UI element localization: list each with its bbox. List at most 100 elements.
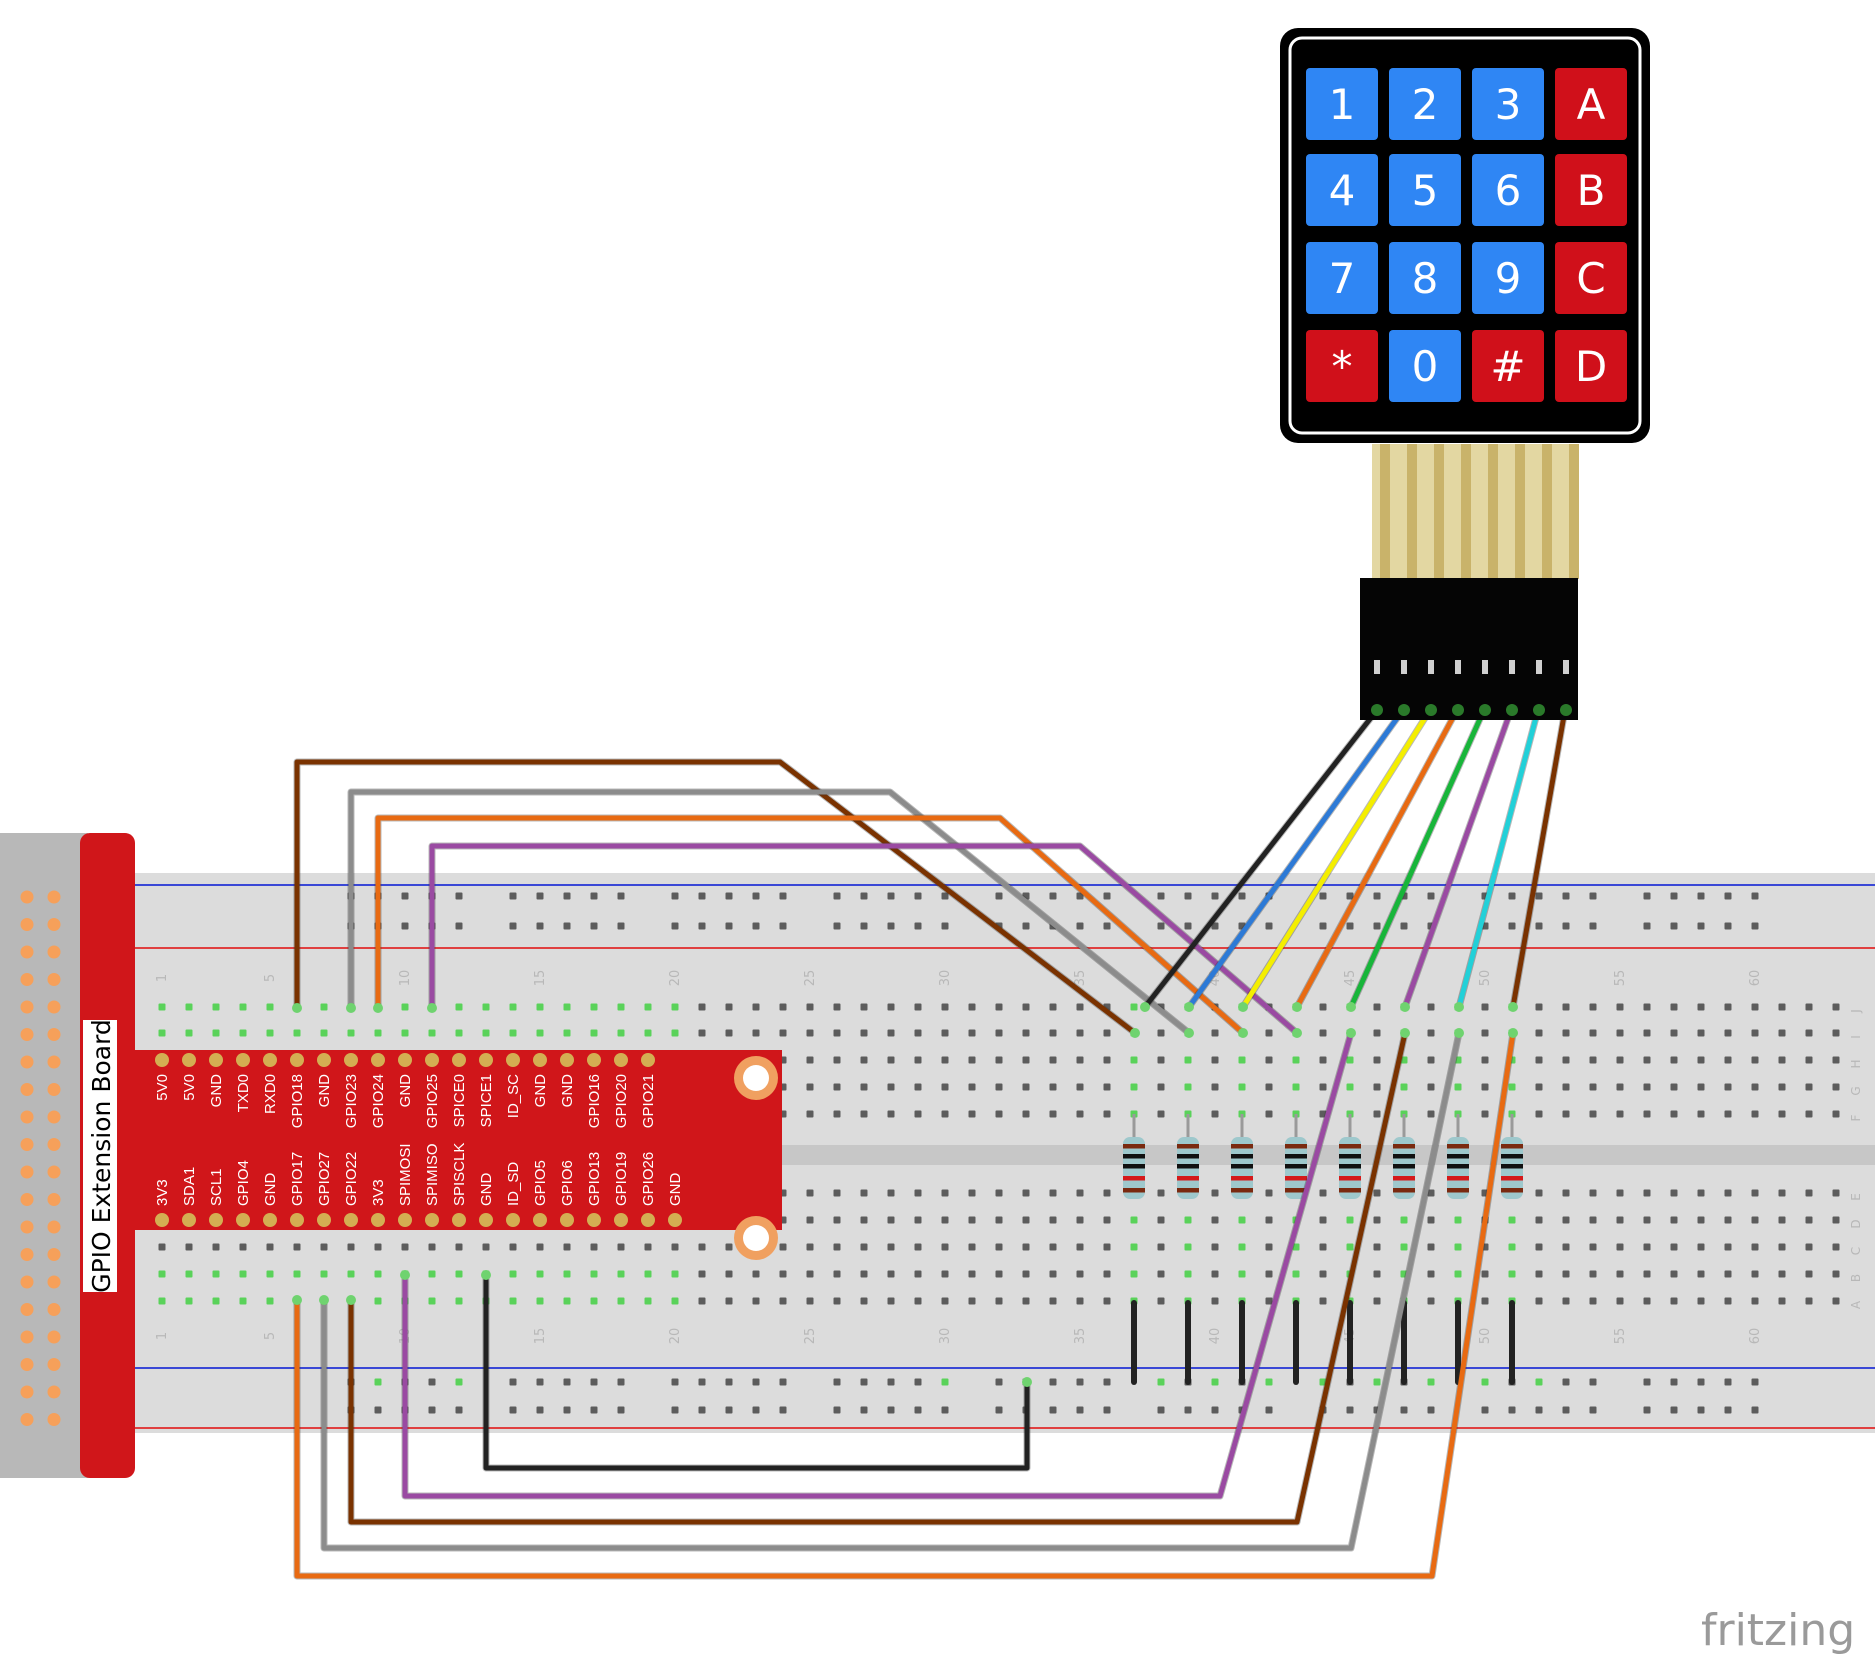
rail-hole <box>1751 892 1759 900</box>
breadboard-hole <box>887 1297 895 1305</box>
breadboard-hole <box>509 1270 517 1278</box>
breadboard-hole <box>293 1270 301 1278</box>
header-pin <box>1482 660 1488 674</box>
rail-hole <box>1211 922 1219 930</box>
breadboard-hole <box>1373 1297 1381 1305</box>
breadboard-hole <box>1508 1243 1516 1251</box>
breadboard-hole <box>1832 1083 1840 1091</box>
breadboard-hole <box>1616 1216 1624 1224</box>
breadboard-hole <box>239 1243 247 1251</box>
breadboard-hole <box>1670 1189 1678 1197</box>
breadboard-hole <box>1292 1083 1300 1091</box>
rail-hole <box>1319 892 1327 900</box>
board-pin-label: GPIO26 <box>640 1152 657 1206</box>
rail-hole <box>887 1406 895 1414</box>
rail-hole <box>1373 1378 1381 1386</box>
breadboard-hole <box>941 1216 949 1224</box>
breadboard-hole <box>914 1056 922 1064</box>
breadboard-hole <box>968 1083 976 1091</box>
rail-hole <box>1076 1406 1084 1414</box>
rail-hole <box>671 1378 679 1386</box>
ribbon-pin <box>20 1028 34 1041</box>
keypad-key[interactable] <box>1306 154 1378 226</box>
breadboard-hole <box>1562 1110 1570 1118</box>
breadboard-hole <box>698 1243 706 1251</box>
breadboard-hole <box>617 1297 625 1305</box>
breadboard-hole <box>1103 1029 1111 1037</box>
keypad-key[interactable] <box>1472 242 1544 314</box>
rail-hole <box>725 1406 733 1414</box>
rail-hole <box>1670 1406 1678 1414</box>
keypad-key[interactable] <box>1389 154 1461 226</box>
keypad-key[interactable] <box>1306 330 1378 402</box>
keypad-key[interactable] <box>1306 242 1378 314</box>
breadboard-hole <box>1130 1243 1138 1251</box>
ribbon-pin <box>47 973 61 986</box>
keypad-key[interactable] <box>1306 68 1378 140</box>
breadboard-hole <box>1211 1297 1219 1305</box>
breadboard-hole <box>1670 1297 1678 1305</box>
rail-hole <box>1724 922 1732 930</box>
rail-hole <box>860 892 868 900</box>
header-pin <box>1401 660 1407 674</box>
breadboard-hole <box>1589 1189 1597 1197</box>
breadboard-hole <box>941 1297 949 1305</box>
keypad-key[interactable] <box>1389 330 1461 402</box>
breadboard-hole <box>968 1029 976 1037</box>
keypad-connector-header <box>1360 578 1578 720</box>
ribbon-pin <box>20 1083 34 1096</box>
rail-hole <box>1562 922 1570 930</box>
ribbon-pin <box>47 1083 61 1096</box>
column-number: 20 <box>668 1328 683 1345</box>
keypad-key[interactable] <box>1472 154 1544 226</box>
breadboard-hole <box>860 1003 868 1011</box>
breadboard-hole <box>1130 1003 1138 1011</box>
breadboard-hole <box>1022 1083 1030 1091</box>
header-pin-contact <box>1479 704 1491 716</box>
rail-hole <box>887 892 895 900</box>
breadboard-hole <box>1535 1083 1543 1091</box>
keypad-key[interactable] <box>1472 68 1544 140</box>
rail-hole <box>455 1406 463 1414</box>
breadboard-hole <box>1076 1003 1084 1011</box>
breadboard-hole <box>1778 1029 1786 1037</box>
breadboard-hole <box>536 1003 544 1011</box>
keypad-key[interactable] <box>1389 242 1461 314</box>
breadboard-hole <box>1778 1270 1786 1278</box>
breadboard-hole <box>1481 1083 1489 1091</box>
breadboard-hole <box>1535 1003 1543 1011</box>
breadboard-hole <box>1778 1243 1786 1251</box>
breadboard-hole <box>1832 1189 1840 1197</box>
rail-hole <box>1427 1406 1435 1414</box>
breadboard-hole <box>1373 1029 1381 1037</box>
rail-hole <box>455 1378 463 1386</box>
keypad-key[interactable] <box>1389 68 1461 140</box>
wire-gpio23 <box>348 789 1192 1036</box>
keypad-key-label: 5 <box>1412 166 1439 215</box>
board-pin-label: ID_SD <box>505 1162 522 1206</box>
keypad-key[interactable] <box>1555 242 1627 314</box>
breadboard-hole <box>1022 1243 1030 1251</box>
board-pin-pad <box>452 1213 466 1227</box>
board-pin-pad <box>398 1213 412 1227</box>
ribbon-pin <box>47 1028 61 1041</box>
keypad-key-label: 1 <box>1329 80 1356 129</box>
breadboard-hole <box>401 1029 409 1037</box>
keypad-key-label: 9 <box>1495 254 1522 303</box>
board-pin-pad <box>641 1053 655 1067</box>
breadboard-hole <box>1265 1216 1273 1224</box>
keypad-key[interactable] <box>1555 68 1627 140</box>
breadboard-hole <box>860 1189 868 1197</box>
ribbon-pin <box>47 1165 61 1179</box>
rail-hole <box>752 922 760 930</box>
breadboard-holes <box>158 892 1840 1414</box>
breadboard-hole <box>1778 1003 1786 1011</box>
board-pin-label: GPIO6 <box>559 1160 576 1206</box>
breadboard-hole <box>995 1270 1003 1278</box>
rail-hole <box>536 922 544 930</box>
breadboard-hole <box>590 1029 598 1037</box>
breadboard-hole <box>1724 1189 1732 1197</box>
keypad-key[interactable] <box>1472 330 1544 402</box>
keypad-key[interactable] <box>1555 154 1627 226</box>
keypad-key[interactable] <box>1555 330 1627 402</box>
